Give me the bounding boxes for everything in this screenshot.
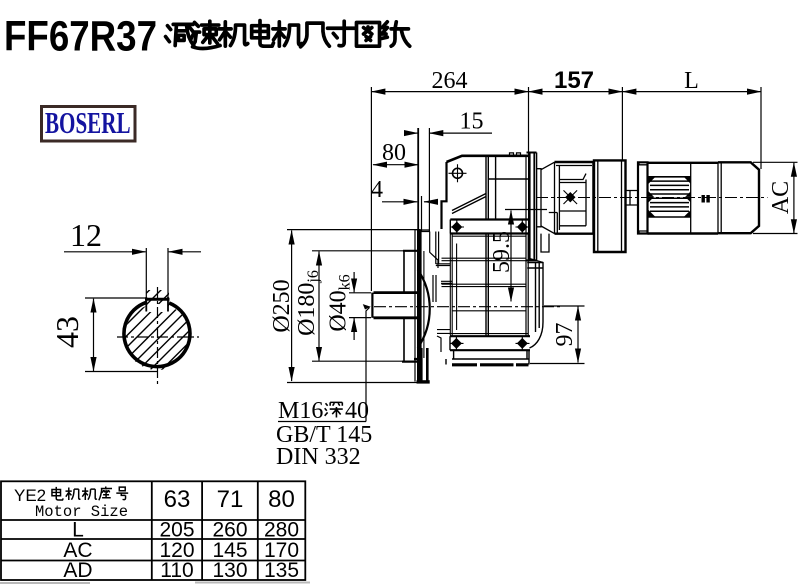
svg-text:145: 145 [212,539,247,562]
svg-text:AC: AC [63,539,92,562]
svg-text:170: 170 [264,539,299,562]
svg-text:59.5: 59.5 [489,231,515,273]
svg-text:BOSERL: BOSERL [45,105,131,140]
svg-text:AD: AD [63,559,92,582]
svg-text:80: 80 [268,486,295,513]
svg-text:205: 205 [159,519,194,542]
svg-text:12: 12 [70,217,102,253]
svg-text:120: 120 [159,539,194,562]
svg-text:80: 80 [382,140,406,166]
svg-text:AC: AC [768,181,794,214]
svg-text:130: 130 [212,559,247,582]
svg-text:L: L [72,519,84,542]
svg-text:157: 157 [554,67,594,94]
svg-text:GB/T 145: GB/T 145 [276,422,372,448]
svg-text:280: 280 [264,519,299,542]
svg-text:97: 97 [552,323,578,347]
svg-text:Motor Size: Motor Size [35,503,128,521]
svg-text:110: 110 [160,559,193,582]
svg-text:YE2: YE2 [14,486,46,505]
svg-text:L: L [684,68,699,94]
svg-text:15: 15 [460,109,484,135]
svg-text:Ø250: Ø250 [269,279,295,332]
svg-text:135: 135 [264,559,299,582]
svg-text:260: 260 [212,519,247,542]
svg-text:40: 40 [345,398,369,424]
svg-text:M16: M16 [278,398,323,424]
svg-text:DIN 332: DIN 332 [276,444,361,470]
svg-text:264: 264 [432,68,468,94]
svg-text:4: 4 [371,177,383,203]
svg-text:63: 63 [164,486,191,513]
svg-text:FF67R37: FF67R37 [4,13,157,61]
svg-text:71: 71 [217,486,244,513]
svg-text:43: 43 [49,316,85,348]
